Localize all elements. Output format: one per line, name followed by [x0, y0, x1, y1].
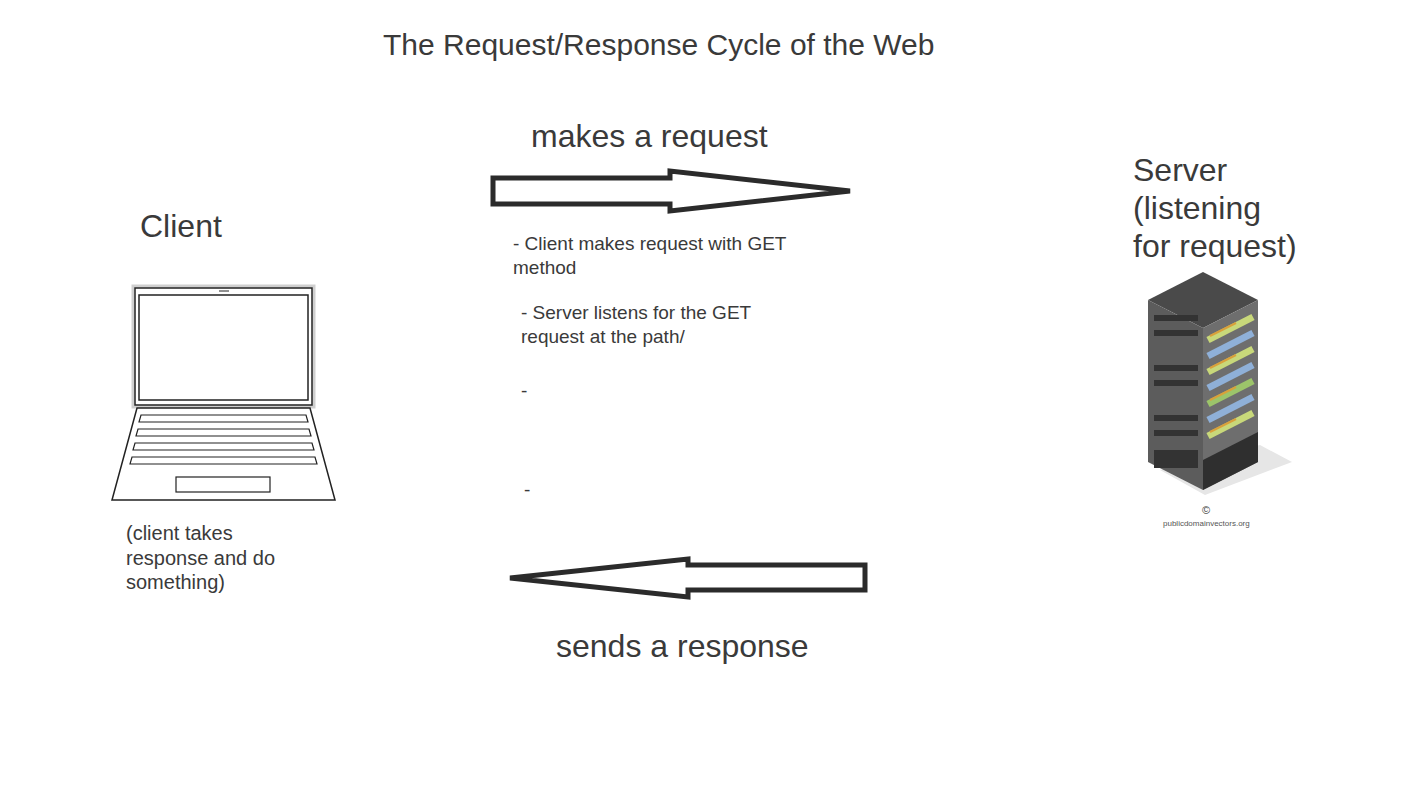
step-note: - Server listens for the GET request at …: [521, 301, 783, 349]
request-label: makes a request: [531, 117, 768, 155]
response-arrow: [510, 559, 865, 597]
watermark: publicdomainvectors.org: [1163, 519, 1250, 529]
laptop-icon: [112, 286, 335, 500]
client-label: Client: [140, 207, 222, 245]
step-note: -: [521, 380, 527, 403]
server-label: Server (listening for request): [1133, 151, 1303, 265]
request-arrow: [493, 171, 850, 211]
server-icon: [1148, 272, 1292, 495]
step-note: - Client makes request with GET method: [513, 232, 813, 280]
copyright-mark: ©: [1202, 504, 1210, 517]
step-note: -: [524, 479, 530, 502]
diagram-title: The Request/Response Cycle of the Web: [383, 27, 934, 63]
response-label: sends a response: [556, 627, 809, 665]
client-note: (client takes response and do something): [126, 521, 296, 595]
